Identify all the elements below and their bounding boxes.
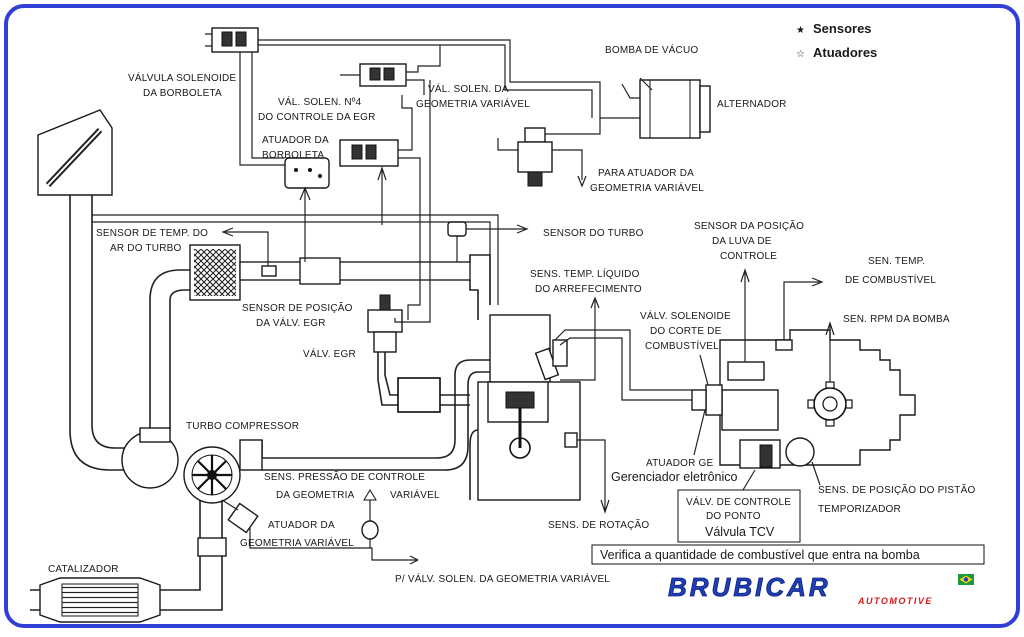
label-to-vgt-solenoid: P/ VÁLV. SOLEN. DA GEOMETRIA VARIÁVEL: [395, 572, 610, 585]
label-to-vgt-actuator-2: GEOMETRIA VARIÁVEL: [590, 181, 704, 194]
fuel-injection-pump: [691, 329, 916, 469]
label-timing-valve-2: DO PONTO: [706, 511, 761, 522]
label-fuel-temp-2: DE COMBUSTÍVEL: [845, 273, 936, 286]
label-fuel-quantity: Verifica a quantidade de combustível que…: [600, 548, 920, 562]
label-to-vgt-actuator-1: PARA ATUADOR DA: [598, 168, 694, 179]
brand-logo: BRUBICAR AUTOMOTIVE: [668, 572, 974, 606]
outline-star-icon: ☆: [796, 49, 805, 60]
legend-sensores: Sensores: [813, 21, 872, 36]
label-turbo-compressor: TURBO COMPRESSOR: [186, 421, 299, 432]
label-coolant-temp-1: SENS. TEMP. LÍQUIDO: [530, 267, 640, 280]
pointer-bomba: [639, 77, 653, 91]
label-vgt-solenoid-2: GEOMETRIA VARIÁVEL: [416, 97, 530, 110]
fuel-quantity-note: Verifica a quantidade de combustível que…: [591, 544, 985, 565]
label-coolant-temp-2: DO ARREFECIMENTO: [535, 284, 642, 295]
turbo-sensor: [447, 221, 529, 262]
label-turbo-sensor: SENSOR DO TURBO: [543, 228, 644, 239]
label-rotation-sensor: SENS. DE ROTAÇÃO: [548, 518, 649, 531]
intercooler: [189, 244, 241, 301]
vgt-actuator: [221, 499, 419, 565]
label-timing-valve-1: VÁLV. DE CONTROLE: [686, 495, 791, 508]
control-sleeve-line: [740, 268, 750, 362]
diagram-frame: [4, 4, 1020, 628]
label-sleeve-position-1: SENSOR DA POSIÇÃO: [694, 219, 804, 232]
cutoff-pointer: [699, 354, 709, 386]
throttle-actuator: [284, 157, 330, 262]
exhaust-pipe: [239, 359, 490, 471]
label-egr-position-2: DA VÁLV. EGR: [256, 316, 326, 329]
vacuum-line-top: [258, 39, 640, 119]
label-sleeve-position-3: CONTROLE: [720, 251, 777, 262]
turbo-compressor: [121, 427, 241, 504]
ge-pointer: [693, 409, 706, 456]
catalyst: [39, 577, 161, 623]
label-egr-valve: VÁLV. EGR: [303, 347, 356, 360]
fuel-line-top: [554, 329, 692, 391]
label-piston-position-2: TEMPORIZADOR: [818, 504, 901, 515]
brazil-flag-icon: [958, 574, 974, 585]
label-boost-pressure-3: VARIÁVEL: [390, 488, 440, 501]
label-vgt-actuator-1: ATUADOR DA: [268, 520, 335, 531]
tcv-callout: VÁLV. DE CONTROLE DO PONTO Válvula TCV: [677, 489, 801, 543]
label-vacuum-pump: BOMBA DE VÁCUO: [605, 43, 698, 56]
vacuum-line-top-2: [258, 44, 593, 118]
vgt-solenoid-left: [339, 95, 421, 320]
label-egr-position-1: SENSOR DE POSIÇÃO: [242, 301, 353, 314]
legend: ★ Sensores ☆ Atuadores: [796, 21, 877, 60]
downpipe: [30, 500, 227, 611]
legend-atuadores: Atuadores: [813, 45, 877, 60]
label-egr-solenoid-1: VÁL. SOLEN. Nº4: [278, 95, 362, 108]
label-cutoff-solenoid-1: VÁLV. SOLENOIDE: [640, 309, 731, 322]
label-throttle-actuator-2: BORBOLETA: [262, 150, 324, 161]
egr-cooler: [397, 377, 441, 413]
label-alternator: ALTERNADOR: [717, 99, 787, 110]
egr-position-line: [394, 80, 431, 323]
label-intake-air-temp-2: AR DO TURBO: [110, 243, 181, 254]
label-throttle-solenoid-2: DA BORBOLETA: [143, 88, 222, 99]
label-vgt-actuator-2: GEOMETRIA VARIÁVEL: [240, 536, 354, 549]
label-cutoff-solenoid-2: DO CORTE DE: [650, 326, 722, 337]
coolant-temp-line: [560, 296, 600, 381]
piston-pointer: [811, 461, 821, 486]
label-pump-rpm: SEN. RPM DA BOMBA: [843, 314, 950, 325]
label-boost-pressure-1: SENS. PRESSÃO DE CONTROLE: [264, 470, 425, 483]
label-electronic-manager: Gerenciador eletrônico: [611, 470, 738, 484]
label-sleeve-position-2: DA LUVA DE: [712, 236, 772, 247]
egr-control-solenoid: [340, 45, 441, 95]
vgt-solenoid-right: [497, 118, 601, 188]
intake-duct: [69, 195, 195, 471]
label-tcv-valve: Válvula TCV: [705, 525, 775, 539]
fuel-line-top-2: [559, 337, 692, 401]
label-piston-position-1: SENS. DE POSIÇÃO DO PISTÃO: [818, 483, 975, 496]
label-throttle-solenoid-1: VÁLVULA SOLENOIDE: [128, 71, 236, 84]
label-vgt-solenoid-1: VÁL. SOLEN. DA: [428, 82, 509, 95]
engine-block: [469, 314, 581, 501]
intake-manifold-pipe: [239, 254, 491, 320]
label-fuel-temp-1: SEN. TEMP.: [868, 256, 925, 267]
vacuum-pump-alternator: [621, 79, 711, 139]
label-throttle-actuator-1: ATUADOR DA: [262, 135, 329, 146]
label-boost-pressure-2: DA GEOMETRIA: [276, 490, 355, 501]
filled-star-icon: ★: [796, 25, 805, 36]
rotation-sensor-line: [577, 439, 610, 514]
boost-pressure-sensor: [361, 489, 379, 548]
brand-name: BRUBICAR: [668, 572, 831, 602]
pump-rpm-line: [825, 321, 835, 382]
throttle-solenoid-valve: [205, 27, 285, 166]
label-ge-actuator: ATUADOR GE: [646, 458, 714, 469]
fuel-temp-line: [783, 277, 824, 340]
intake-air-temp-line: [221, 227, 269, 266]
label-catalyst: CATALIZADOR: [48, 564, 119, 575]
label-egr-solenoid-2: DO CONTROLE DA EGR: [258, 112, 376, 123]
air-filter: [37, 109, 113, 196]
brand-tagline: AUTOMOTIVE: [857, 596, 933, 606]
label-intake-air-temp-1: SENSOR DE TEMP. DO: [96, 228, 208, 239]
label-cutoff-solenoid-3: COMBUSTÍVEL: [645, 339, 719, 352]
